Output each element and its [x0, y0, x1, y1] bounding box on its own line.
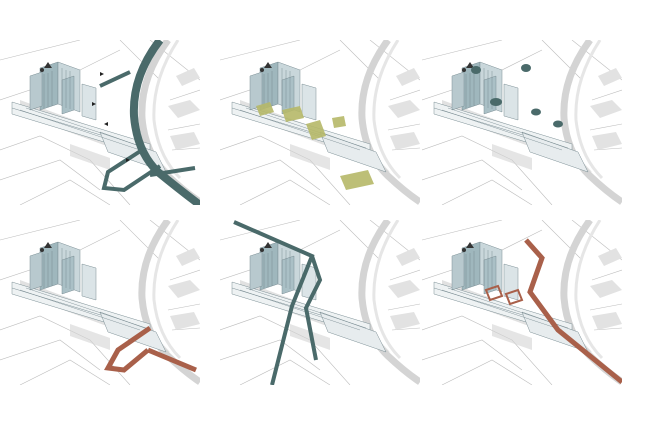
site-base: [422, 40, 622, 205]
panel-bottom-right: [422, 220, 622, 385]
highlight-vertical-corridor: [233, 220, 323, 385]
highlight-nodes: [471, 64, 563, 128]
panel-bottom-center: [220, 220, 420, 385]
panel-top-right-drawing: [422, 40, 622, 205]
panel-bottom-left: [0, 220, 200, 385]
direction-markers: [92, 72, 130, 162]
highlight-road-loop: [99, 40, 200, 205]
site-base: [0, 220, 200, 385]
panel-top-center: [220, 40, 420, 205]
site-base: [422, 220, 622, 385]
highlight-plazas: [256, 102, 374, 190]
panel-top-left: [0, 40, 200, 205]
highlight-path-loop: [104, 325, 197, 373]
panel-bottom-left-drawing: [0, 220, 200, 385]
panel-top-center-drawing: [220, 40, 420, 205]
highlight-voids: [484, 284, 524, 306]
panel-bottom-center-drawing: [220, 220, 420, 385]
site-base: [220, 220, 420, 385]
highlight-diagonal-corridor: [524, 238, 622, 384]
panel-top-left-drawing: [0, 40, 200, 205]
panel-top-right: [422, 40, 622, 205]
panel-bottom-right-drawing: [422, 220, 622, 385]
site-base: [220, 40, 420, 205]
